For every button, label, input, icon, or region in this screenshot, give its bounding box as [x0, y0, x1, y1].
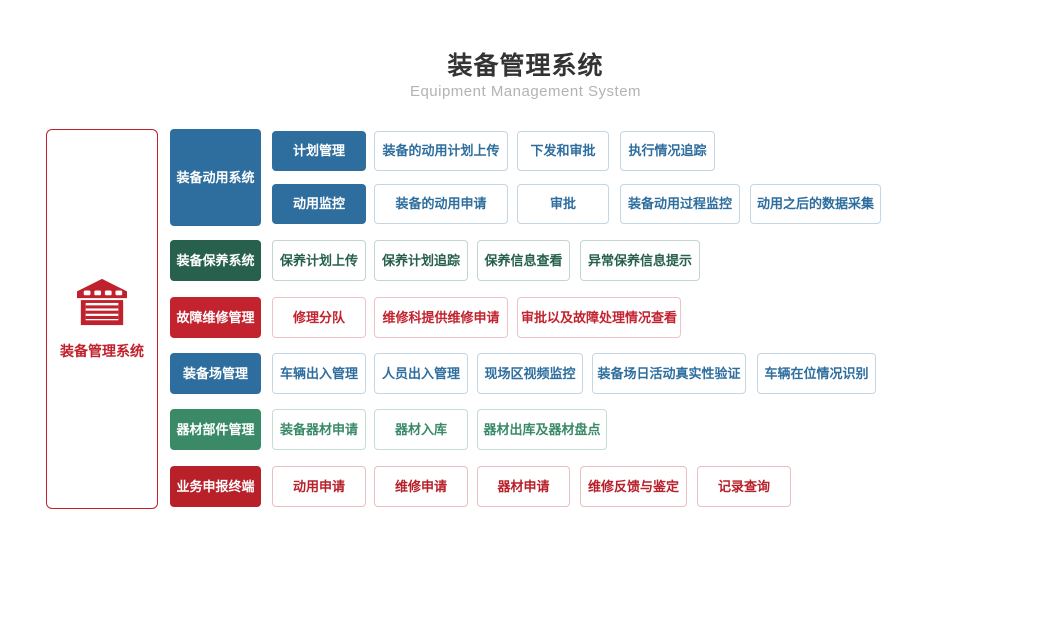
group-mobilization-monitoring: 动用监控: [272, 184, 366, 224]
section-materials-parts: 器材部件管理: [170, 409, 261, 450]
node-repair-application: 维修申请: [374, 466, 468, 507]
node-mobilization-plan-upload: 装备的动用计划上传: [374, 131, 508, 171]
node-issue-and-approve: 下发和审批: [517, 131, 609, 171]
node-maintenance-info-view: 保养信息查看: [477, 240, 570, 281]
section-equipment-mobilization: 装备动用系统: [170, 129, 261, 226]
node-execution-tracking: 执行情况追踪: [620, 131, 715, 171]
section-equipment-yard: 装备场管理: [170, 353, 261, 394]
node-post-mobilization-data-collection: 动用之后的数据采集: [750, 184, 881, 224]
page-subtitle: Equipment Management System: [409, 83, 642, 100]
node-abnormal-maintenance-alert: 异常保养信息提示: [580, 240, 700, 281]
node-vehicle-access-management: 车辆出入管理: [272, 353, 366, 394]
node-mobilization-request: 装备的动用申请: [374, 184, 508, 224]
node-record-query: 记录查询: [697, 466, 791, 507]
node-repair-team: 修理分队: [272, 297, 366, 338]
group-plan-management: 计划管理: [272, 131, 366, 171]
root-system-node: 装备管理系统: [46, 129, 158, 509]
node-material-application: 器材申请: [477, 466, 570, 507]
page-title: 装备管理系统: [447, 52, 604, 80]
section-equipment-maintenance: 装备保养系统: [170, 240, 261, 281]
node-repair-feedback-appraisal: 维修反馈与鉴定: [580, 466, 687, 507]
root-system-label: 装备管理系统: [60, 343, 144, 359]
node-mobilization-process-monitoring: 装备动用过程监控: [620, 184, 740, 224]
node-maintenance-plan-tracking: 保养计划追踪: [374, 240, 468, 281]
node-approval-and-fault-status-view: 审批以及故障处理情况查看: [517, 297, 681, 338]
node-material-outbound-and-inventory: 器材出库及器材盘点: [477, 409, 607, 450]
node-approval: 审批: [517, 184, 609, 224]
warehouse-icon: [75, 277, 129, 332]
node-personnel-access-management: 人员出入管理: [374, 353, 468, 394]
node-equipment-material-request: 装备器材申请: [272, 409, 366, 450]
node-vehicle-in-place-recognition: 车辆在位情况识别: [757, 353, 876, 394]
node-maintenance-plan-upload: 保养计划上传: [272, 240, 366, 281]
node-site-video-monitoring: 现场区视频监控: [477, 353, 583, 394]
node-yard-daily-activity-verification: 装备场日活动真实性验证: [592, 353, 746, 394]
section-business-terminal: 业务申报终端: [170, 466, 261, 507]
node-repair-dept-request: 维修科提供维修申请: [374, 297, 508, 338]
node-mobilization-application: 动用申请: [272, 466, 366, 507]
section-fault-repair: 故障维修管理: [170, 297, 261, 338]
node-material-inbound: 器材入库: [374, 409, 468, 450]
